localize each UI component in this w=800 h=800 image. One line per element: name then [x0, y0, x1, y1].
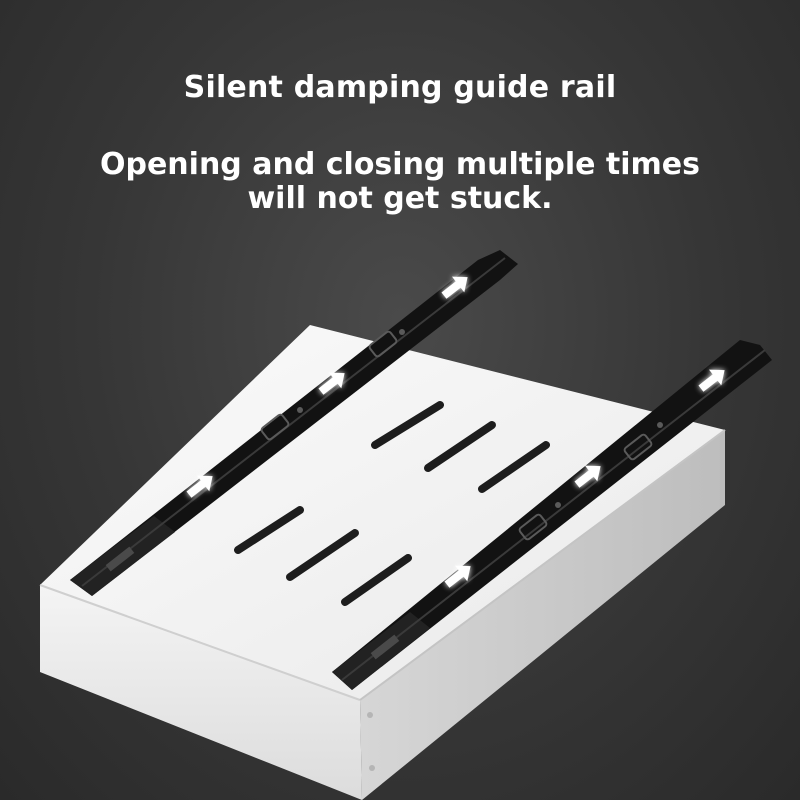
vent-slot — [234, 506, 304, 554]
screw-hole — [367, 712, 373, 718]
arrow-up-right-icon — [574, 465, 601, 488]
headline: Silent damping guide rail — [183, 70, 617, 105]
vent-slot — [286, 529, 359, 581]
arrow-up-right-icon — [186, 475, 213, 498]
drawer-front-panel — [40, 585, 362, 800]
subheadline-line-2: will not get stuck. — [247, 181, 553, 216]
arrow-up-right-icon — [318, 372, 345, 395]
vent-slot — [478, 441, 550, 493]
vent-slot — [371, 401, 444, 449]
drawer-box — [39, 325, 726, 800]
left-guide-rail — [70, 250, 518, 596]
subheadline-line-1: Opening and closing multiple times — [99, 147, 700, 182]
screw-hole — [369, 765, 375, 771]
arrow-up-right-icon — [441, 276, 468, 299]
vent-slots — [234, 401, 550, 606]
drawer-side-panel — [360, 430, 725, 800]
vent-slot — [424, 421, 496, 472]
subheadline: Opening and closing multiple times will … — [0, 148, 800, 216]
arrow-up-right-icon — [698, 369, 725, 392]
arrow-up-right-icon — [444, 565, 471, 588]
vent-slot — [341, 554, 412, 606]
right-guide-rail — [332, 340, 772, 690]
drawer-top-surface — [40, 325, 725, 700]
